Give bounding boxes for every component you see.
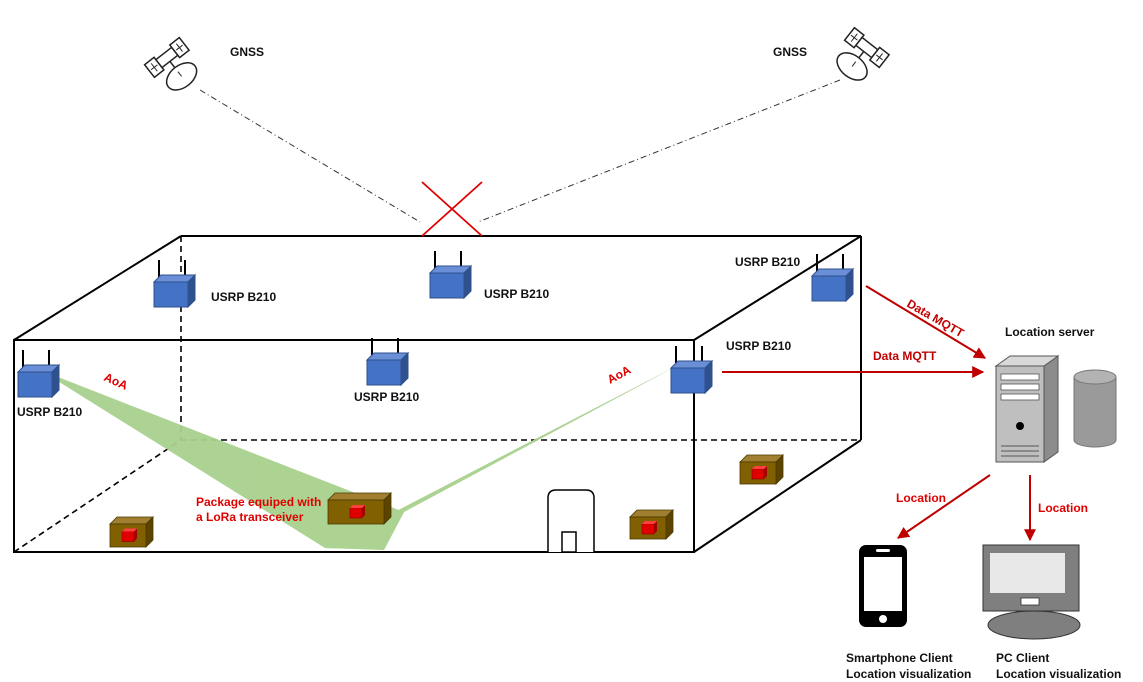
satellite-icon bbox=[836, 26, 891, 81]
server-tower-icon bbox=[994, 355, 1060, 463]
package-icon bbox=[327, 492, 392, 525]
package-label-line2: a LoRa transceiver bbox=[196, 510, 304, 524]
package-label-line1: Package equiped with bbox=[196, 495, 321, 509]
gnss-label-right: GNSS bbox=[773, 45, 807, 59]
usrp-label-front-center: USRP B210 bbox=[354, 390, 419, 404]
package-icon bbox=[739, 454, 784, 485]
usrp-receiver-icon bbox=[669, 346, 714, 395]
pc-monitor-icon bbox=[982, 544, 1081, 640]
usrp-receiver-icon bbox=[152, 260, 197, 309]
mqtt-arrow-upper bbox=[865, 285, 987, 359]
usrp-label-front-left: USRP B210 bbox=[17, 405, 82, 419]
usrp-label-back-left: USRP B210 bbox=[211, 290, 276, 304]
usrp-label-back-right: USRP B210 bbox=[735, 255, 800, 269]
gnss-signal-lines bbox=[199, 79, 841, 223]
smartphone-visualization-label: Location visualization bbox=[846, 667, 971, 681]
usrp-receiver-icon bbox=[428, 251, 473, 300]
usrp-receiver-icon bbox=[365, 338, 410, 387]
usrp-label-front-right: USRP B210 bbox=[726, 339, 791, 353]
data-mqtt-label-lower: Data MQTT bbox=[873, 349, 937, 363]
usrp-label-back-center: USRP B210 bbox=[484, 287, 549, 301]
location-server-label: Location server bbox=[1005, 325, 1095, 339]
location-label-smartphone: Location bbox=[896, 491, 946, 505]
usrp-receiver-icon bbox=[810, 254, 855, 303]
usrp-receivers bbox=[16, 251, 855, 399]
satellite-icon bbox=[143, 36, 198, 91]
pc-client-label: PC Client bbox=[996, 651, 1049, 665]
packages bbox=[109, 454, 784, 548]
database-cylinder-icon bbox=[1073, 369, 1117, 448]
location-label-pc: Location bbox=[1038, 501, 1088, 515]
package-icon bbox=[629, 509, 674, 540]
gnss-label-left: GNSS bbox=[230, 45, 264, 59]
aoa-label-right: AoA bbox=[605, 363, 634, 387]
package-icon bbox=[109, 516, 154, 548]
aoa-beams bbox=[40, 362, 684, 550]
usrp-receiver-icon bbox=[16, 350, 61, 399]
door bbox=[547, 489, 595, 553]
location-arrow-smartphone bbox=[897, 474, 991, 539]
pc-visualization-label: Location visualization bbox=[996, 667, 1121, 681]
warehouse-building bbox=[13, 235, 862, 553]
building-hidden-edges bbox=[13, 236, 861, 553]
smartphone-client-label: Smartphone Client bbox=[846, 651, 953, 665]
blocked-cross-icon bbox=[421, 181, 483, 237]
aoa-label-left: AoA bbox=[102, 370, 131, 393]
smartphone-icon bbox=[859, 545, 907, 627]
data-mqtt-label-upper: Data MQTT bbox=[905, 296, 967, 340]
